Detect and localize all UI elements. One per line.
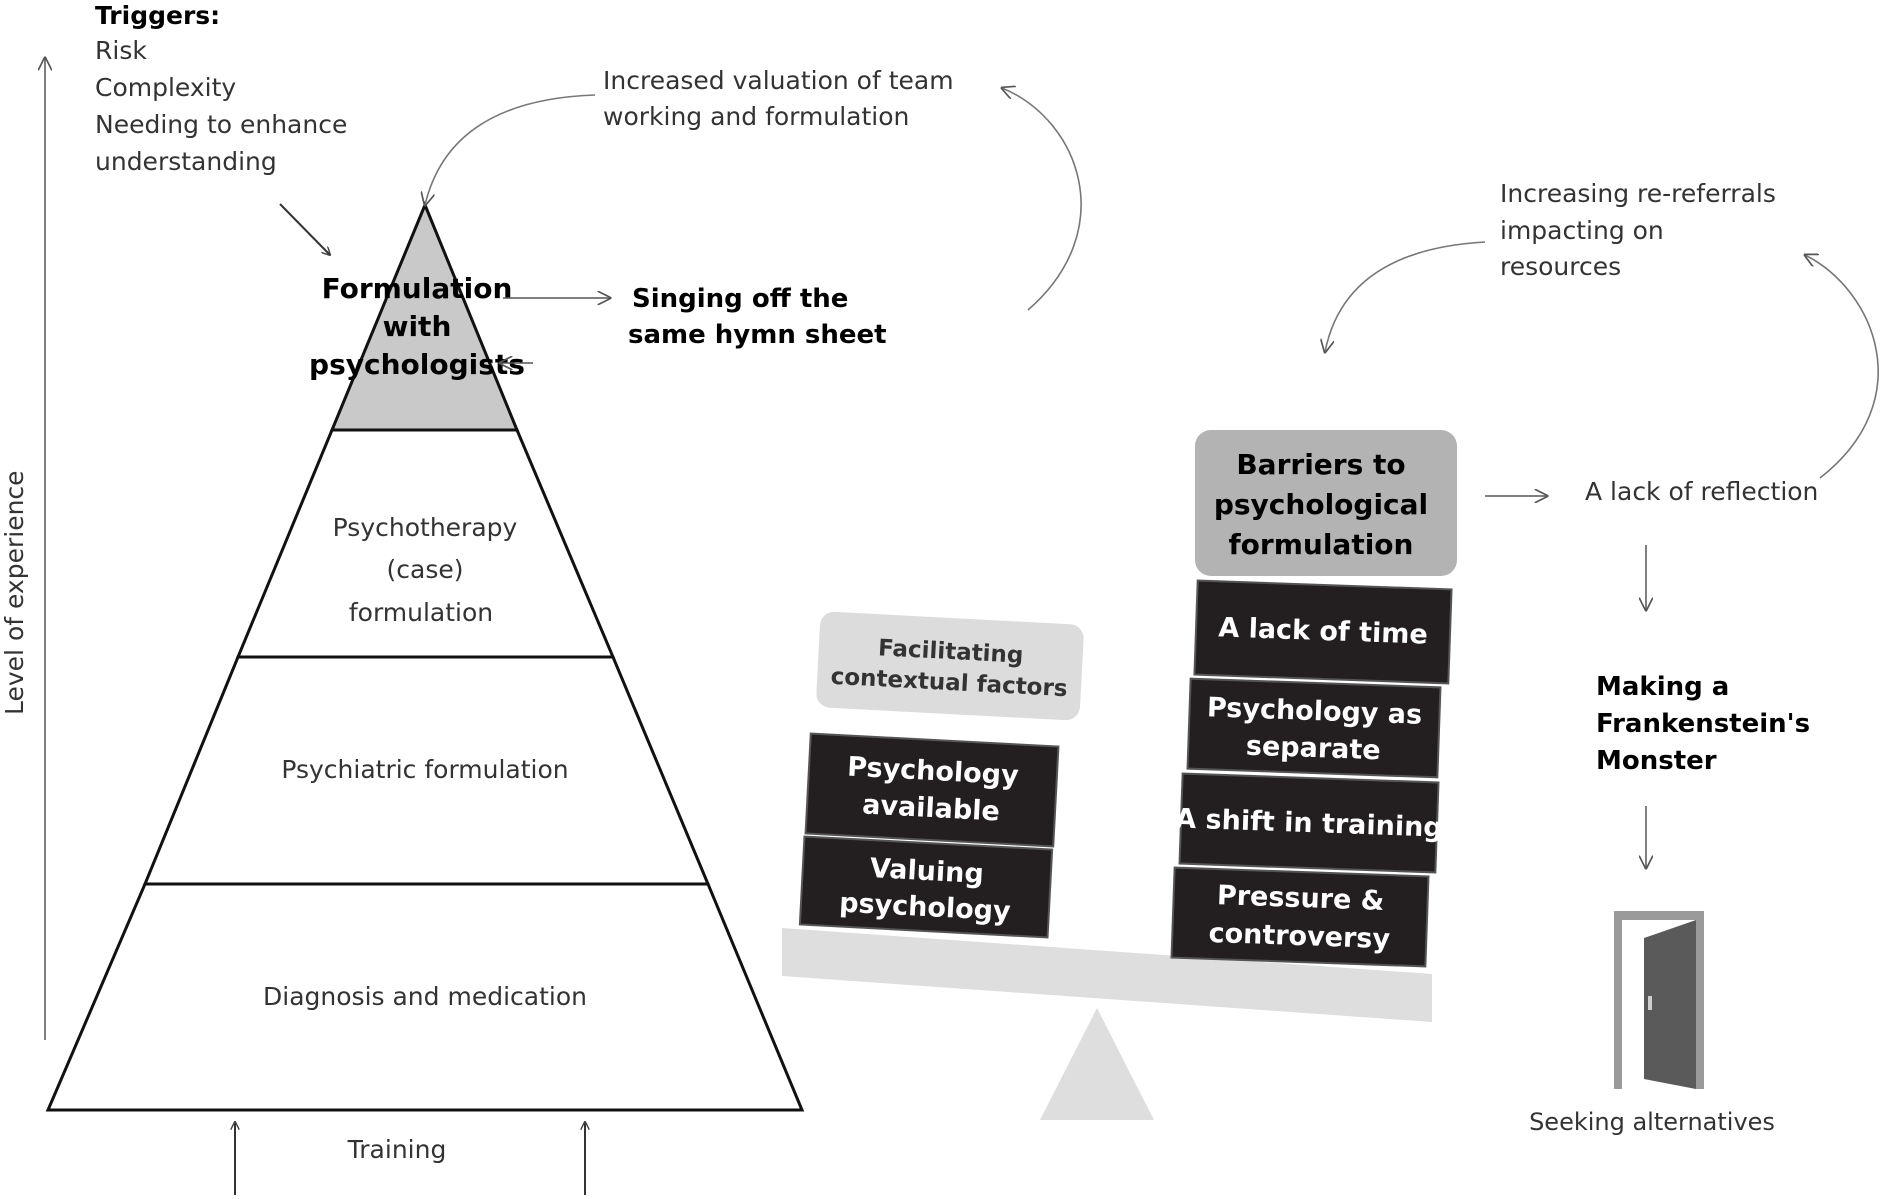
trigger-item: Complexity [95,73,236,102]
barrier-block-line: Psychology as [1207,692,1423,730]
barrier-block-line: Pressure & [1216,880,1384,917]
hymn-label-line: Singing off the [632,284,848,314]
barrier-block [1170,866,1430,968]
psychotherapy-label-line: formulation [349,598,493,627]
frankenstein-label-line: Frankenstein's [1596,709,1810,739]
barrier-block-line: controversy [1208,918,1391,955]
barrier-block-line: A lack of time [1218,612,1428,650]
barriers-header-line: formulation [1229,528,1414,561]
reflection-loop-arrow [1805,255,1879,479]
triggers-arrow [279,203,330,255]
barriers-header-box [1195,430,1457,576]
triggers-heading: Triggers: [95,1,220,30]
pyramid [45,201,805,1112]
apex-label-line: with [383,310,452,343]
seesaw [782,928,1432,1120]
rereferrals-arrow-down [1325,241,1486,352]
seesaw-fulcrum [1040,1008,1154,1120]
training-label: Training [347,1135,447,1164]
frankenstein-label-line: Monster [1596,746,1717,776]
triggers-list: Triggers: Risk Complexity Needing to enh… [95,1,347,176]
facilitating-stack: Facilitating contextual factors Psycholo… [798,611,1084,939]
barriers-header-line: Barriers to [1236,448,1405,481]
facilitating-block-line: available [861,789,1000,827]
trigger-item: Needing to enhance [95,110,347,139]
barrier-block [1193,579,1453,685]
facilitating-block [804,732,1060,848]
pyramid-level-diagnosis [45,882,805,1112]
psychotherapy-label-line: Psychotherapy [333,513,518,542]
barriers-stack: Barriers to psychological formulation A … [1170,430,1457,968]
rereferrals-label-line: impacting on [1500,216,1664,245]
psychiatric-label: Psychiatric formulation [281,755,568,784]
apex-label-line: Formulation [322,272,513,305]
barrier-block [1186,677,1442,779]
valuation-label-line: working and formulation [603,102,909,131]
psychotherapy-label-line: (case) [387,555,464,584]
door-handle [1648,996,1652,1010]
seeking-alternatives-label: Seeking alternatives [1529,1108,1775,1136]
facilitating-header-box [816,611,1084,721]
diagnosis-label: Diagnosis and medication [263,982,587,1011]
barrier-block [1178,772,1440,874]
rereferrals-label-line: resources [1500,252,1621,281]
reflection-label: A lack of reflection [1585,477,1818,506]
valuation-arrow-to-apex [425,94,596,205]
facilitating-block-line: Valuing [869,853,984,890]
facilitating-block [798,835,1054,939]
experience-axis-label: Level of experience [0,470,29,715]
trigger-item: understanding [95,147,277,176]
valuation-loop-arrow [1002,88,1082,311]
apex-label-line: psychologists [309,348,525,381]
door-panel [1644,920,1696,1089]
hymn-label-line: same hymn sheet [628,320,887,350]
rereferrals-label-line: Increasing re-referrals [1500,179,1776,208]
frankenstein-label-line: Making a [1596,672,1729,702]
open-door-icon [1614,911,1704,1089]
seesaw-plank [782,928,1432,1022]
barrier-block-line: separate [1245,731,1381,767]
barriers-header-line: psychological [1214,488,1428,521]
valuation-label-line: Increased valuation of team [603,66,954,95]
trigger-item: Risk [95,36,147,65]
